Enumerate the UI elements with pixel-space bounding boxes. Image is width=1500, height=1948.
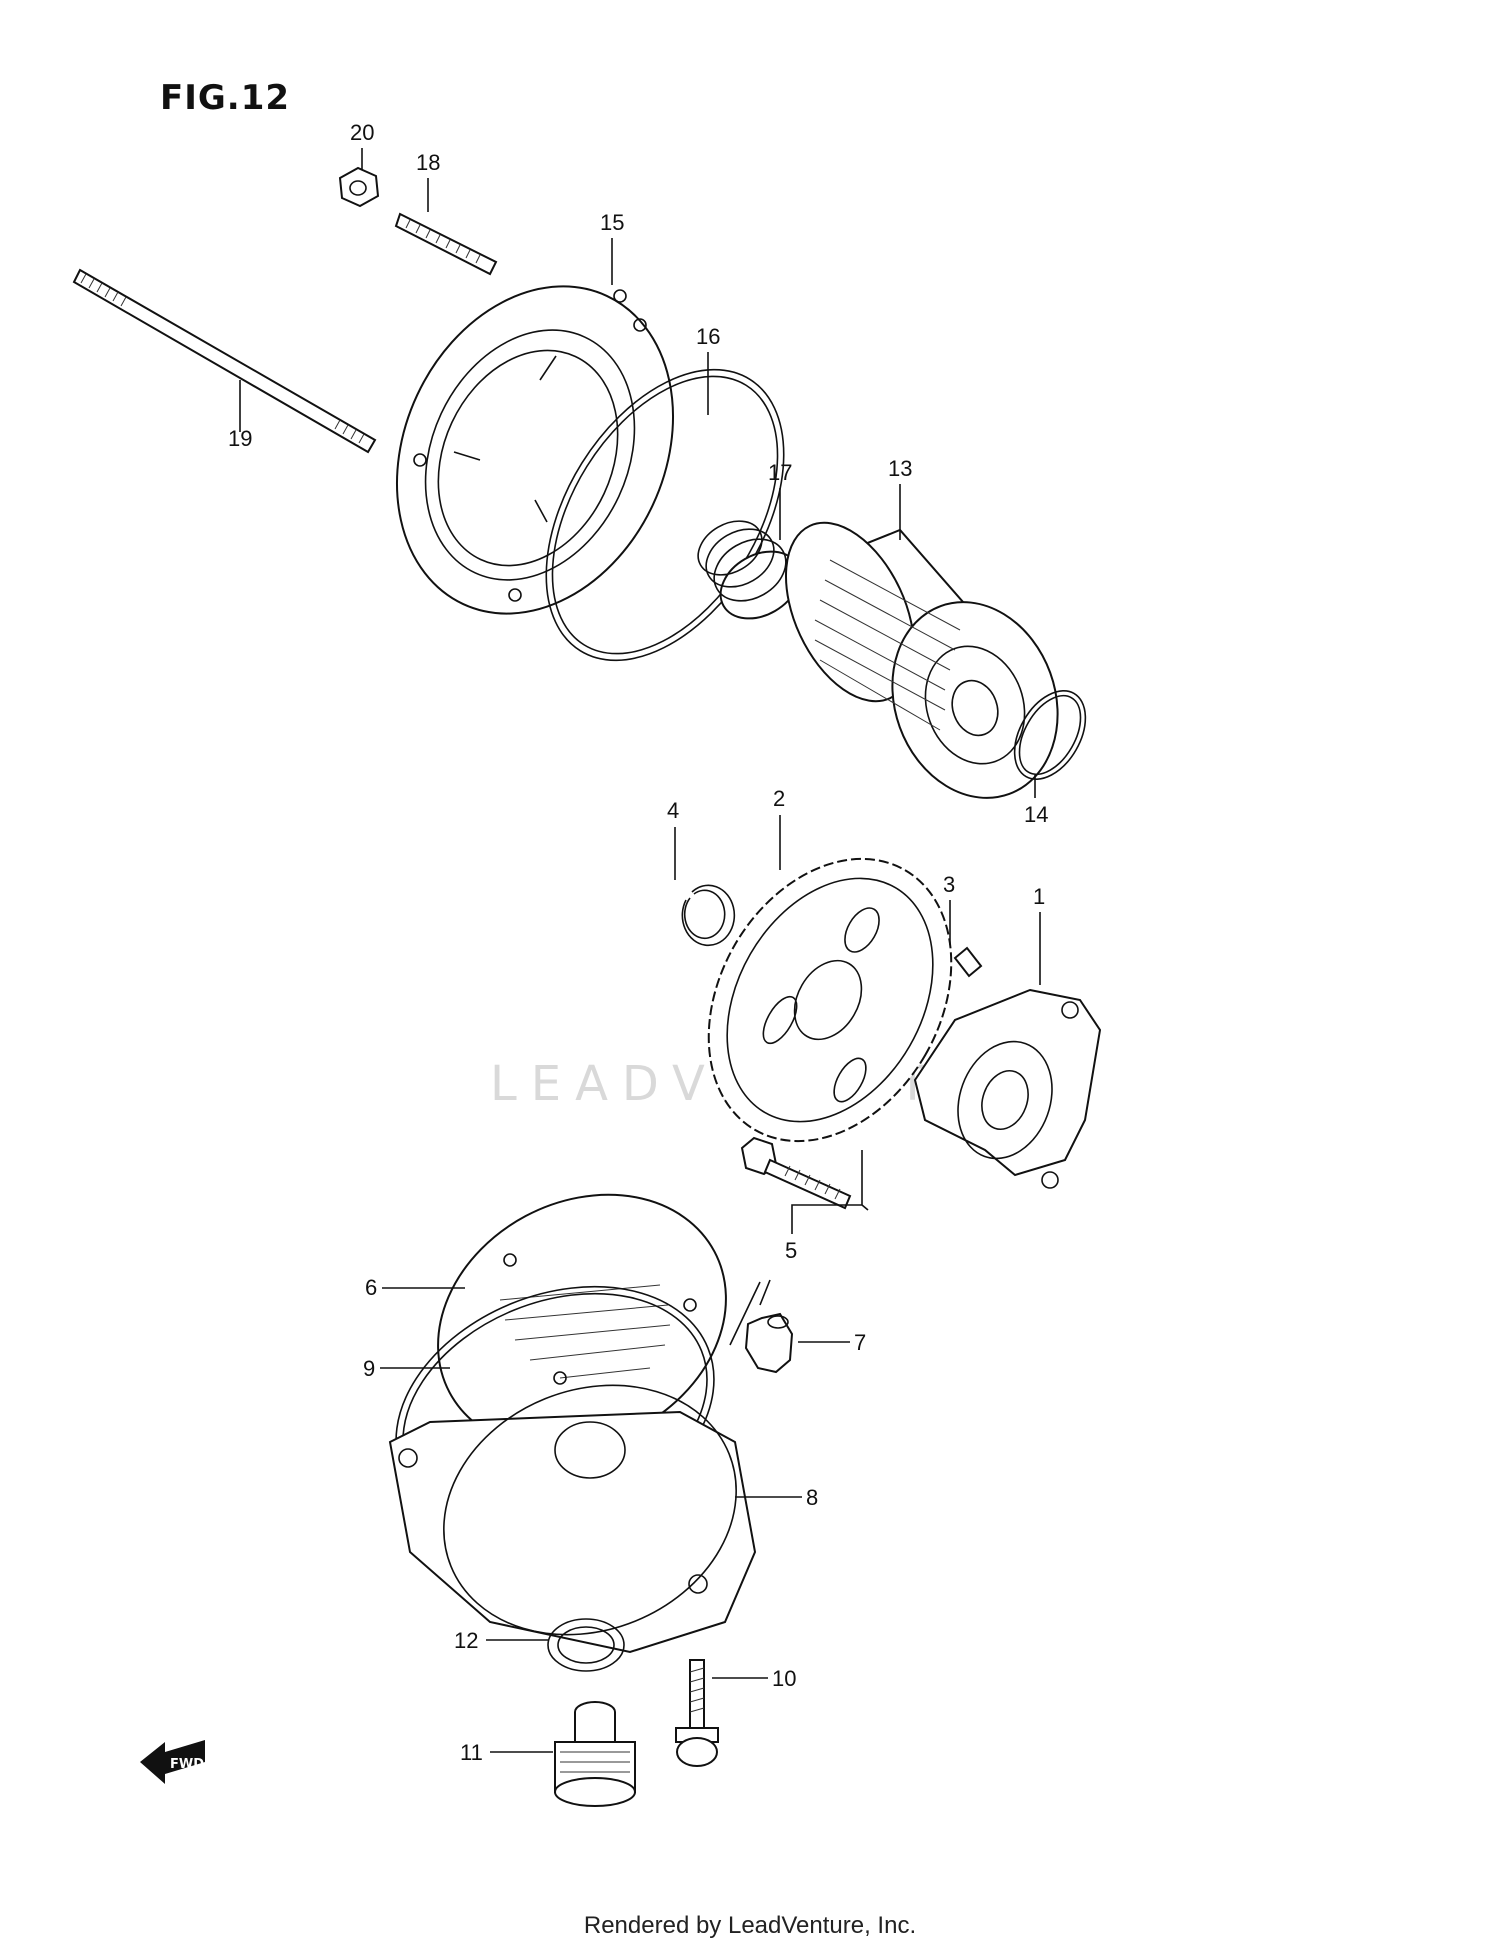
callout-15: 15 <box>600 210 624 235</box>
fwd-label: FWD <box>170 1757 204 1772</box>
callout-13: 13 <box>888 456 912 481</box>
callout-20: 20 <box>350 120 374 145</box>
part-5-bolt[interactable] <box>740 1136 852 1210</box>
part-11-drain-plug[interactable] <box>554 1701 636 1807</box>
fwd-arrow-icon: FWD <box>140 1740 205 1784</box>
callout-3: 3 <box>943 872 955 897</box>
callout-1: 1 <box>1033 884 1045 909</box>
callout-7: 7 <box>854 1330 866 1355</box>
callout-11: 11 <box>460 1740 483 1765</box>
part-15-filter-cap[interactable] <box>345 241 724 659</box>
part-1-oil-pump[interactable] <box>913 988 1102 1189</box>
part-19-long-stud[interactable] <box>72 268 377 454</box>
callout-2: 2 <box>773 786 785 811</box>
callout-19: 19 <box>228 426 252 451</box>
part-8-oil-pan-cover[interactable] <box>388 1343 774 1678</box>
callout-17: 17 <box>768 460 792 485</box>
part-12-washer[interactable] <box>547 1618 625 1672</box>
callout-4: 4 <box>667 798 679 823</box>
callout-16: 16 <box>696 324 720 349</box>
callout-5: 5 <box>785 1238 797 1263</box>
leader-lines <box>239 148 1041 1753</box>
figure-title: FIG.12 <box>160 78 291 118</box>
part-18-stud[interactable] <box>394 212 498 276</box>
callout-6: 6 <box>365 1275 377 1300</box>
part-2-gear[interactable] <box>660 815 1001 1185</box>
callout-18: 18 <box>416 150 440 175</box>
callout-12: 12 <box>454 1628 478 1653</box>
part-17-spring[interactable] <box>689 510 812 632</box>
part-3-pin[interactable] <box>953 946 983 978</box>
part-13-oil-filter[interactable] <box>760 503 1084 822</box>
footer-credit: Rendered by LeadVenture, Inc. <box>583 1912 917 1939</box>
part-20-nut[interactable] <box>338 166 380 208</box>
callout-14: 14 <box>1024 802 1048 827</box>
callout-9: 9 <box>363 1356 375 1381</box>
part-7-fitting[interactable] <box>744 1312 794 1374</box>
part-10-bolt[interactable] <box>675 1659 719 1767</box>
callout-8: 8 <box>806 1485 818 1510</box>
part-14-o-ring[interactable] <box>1000 678 1100 791</box>
callout-10: 10 <box>772 1666 796 1691</box>
part-4-circlip[interactable] <box>681 884 736 947</box>
